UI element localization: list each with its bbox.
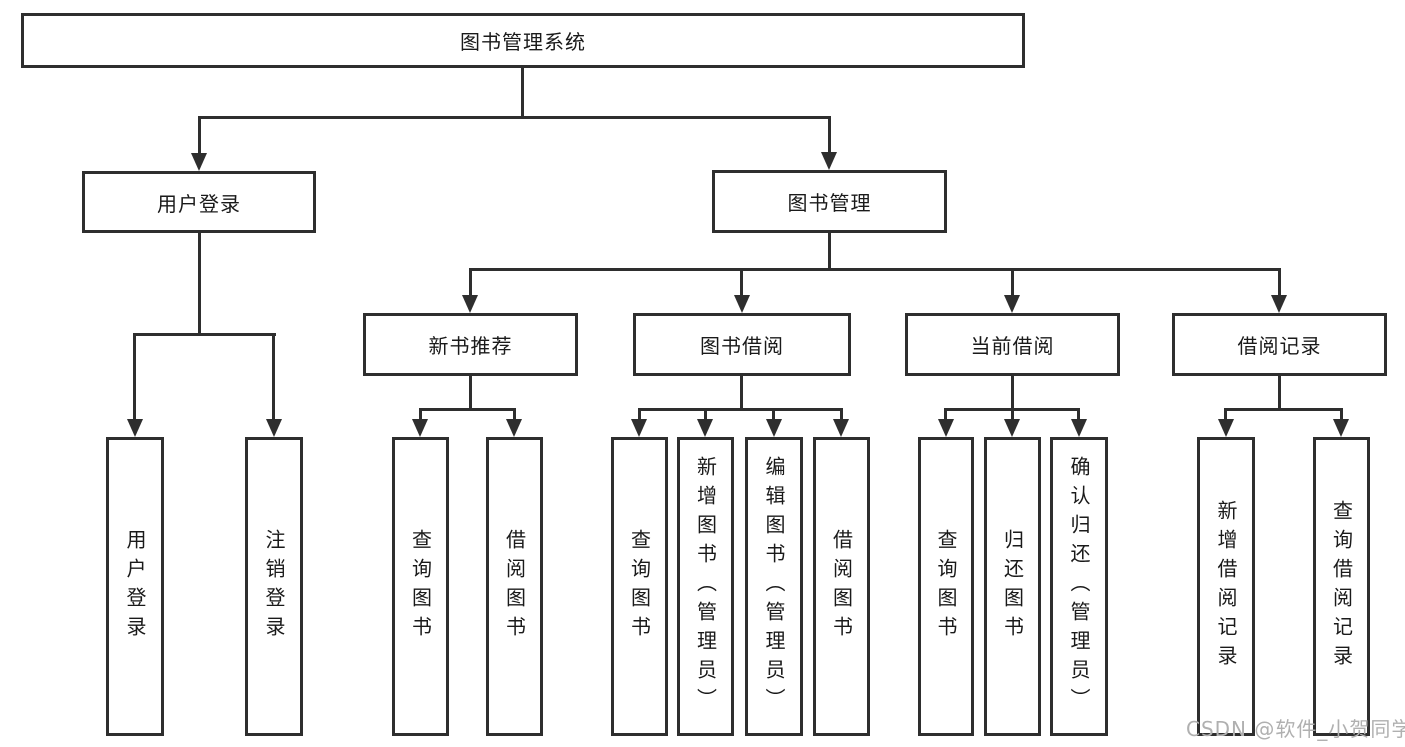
arrow-down-icon [1071, 419, 1087, 437]
leaf-borrow-books-recommend: 借阅图书 [486, 437, 543, 736]
arrow-down-icon [1004, 295, 1020, 313]
leaf-add-book-admin: 新增图书（管理员） [677, 437, 734, 736]
connector-leaf-shaft [638, 408, 641, 422]
connector-leaf-shaft [1340, 408, 1343, 422]
connector-borrow-split [638, 408, 843, 411]
arrow-down-icon [127, 419, 143, 437]
connector-login-split [133, 333, 276, 336]
connector-book-mgmt-shaft [828, 116, 831, 155]
leaf-query-books-borrow: 查询图书 [611, 437, 668, 736]
connector-records-stub [1278, 375, 1281, 411]
leaf-label: 注销登录 [262, 528, 286, 645]
arrow-down-icon [1271, 295, 1287, 313]
connector-borrow-stub [740, 376, 743, 410]
leaf-label: 编辑图书（管理员） [762, 456, 786, 717]
node-label: 图书借阅 [700, 334, 784, 358]
node-borrow-records: 借阅记录 [1172, 313, 1387, 376]
node-book-management-system: 图书管理系统 [21, 13, 1025, 68]
leaf-label: 新增图书（管理员） [693, 456, 718, 717]
arrow-down-icon [462, 295, 478, 313]
arrow-down-icon [266, 419, 282, 437]
leaf-edit-book-admin: 编辑图书（管理员） [745, 437, 803, 736]
connector-leaf-shaft [1077, 408, 1080, 422]
connector-user-login-shaft [198, 116, 201, 156]
connector-leaf-shaft [1011, 408, 1014, 422]
leaf-label: 归还图书 [1000, 528, 1025, 645]
connector-leaf-shaft [133, 333, 136, 422]
leaf-add-borrow-record: 新增借阅记录 [1197, 437, 1255, 736]
leaf-label: 借阅图书 [502, 528, 527, 645]
connector-l3-shaft [1278, 268, 1281, 298]
connector-leaf-shaft [840, 408, 843, 422]
connector-recommend-split [419, 408, 516, 411]
connector-l3-shaft [469, 268, 472, 298]
connector-leaf-shaft [1224, 408, 1227, 422]
connector-leaf-shaft [944, 408, 947, 422]
arrow-down-icon [821, 152, 837, 170]
node-label: 新书推荐 [428, 334, 513, 358]
node-label: 图书管理系统 [460, 30, 586, 54]
leaf-label: 确认归还（管理员） [1067, 456, 1091, 717]
leaf-borrow-books-borrow: 借阅图书 [813, 437, 870, 736]
node-current-borrow: 当前借阅 [905, 313, 1120, 376]
leaf-logout: 注销登录 [245, 437, 303, 736]
leaf-label: 查询图书 [408, 528, 433, 645]
leaf-label: 查询图书 [934, 528, 958, 645]
arrow-down-icon [766, 419, 782, 437]
leaf-label: 查询图书 [627, 528, 652, 645]
connector-mgmt-stub [828, 233, 831, 271]
node-user-login: 用户登录 [82, 171, 316, 233]
arrow-down-icon [506, 419, 522, 437]
leaf-label: 查询借阅记录 [1329, 499, 1354, 674]
arrow-down-icon [412, 419, 428, 437]
node-label: 当前借阅 [970, 334, 1055, 358]
leaf-query-borrow-record: 查询借阅记录 [1313, 437, 1370, 736]
csdn-watermark: CSDN @软件_小贺同学 [1186, 717, 1405, 741]
node-label: 图书管理 [787, 191, 872, 215]
arrow-down-icon [938, 419, 954, 437]
connector-l3-shaft [1011, 268, 1014, 298]
connector-root-stub [521, 68, 524, 119]
connector-leaf-shaft [772, 408, 775, 422]
leaf-user-login: 用户登录 [106, 437, 164, 736]
connector-leaf-shaft [419, 408, 422, 422]
connector-leaf-shaft [513, 408, 516, 422]
leaf-label: 借阅图书 [829, 528, 854, 645]
connector-mgmt-split [469, 268, 1281, 271]
connector-recommend-stub [469, 376, 472, 410]
leaf-label: 新增借阅记录 [1214, 499, 1238, 674]
arrow-down-icon [1333, 419, 1349, 437]
leaf-return-book: 归还图书 [984, 437, 1041, 736]
node-book-borrow: 图书借阅 [633, 313, 851, 376]
leaf-query-books-current: 查询图书 [918, 437, 974, 736]
node-new-book-recommend: 新书推荐 [363, 313, 578, 376]
connector-current-stub [1011, 376, 1014, 410]
leaf-label: 用户登录 [123, 528, 147, 645]
connector-leaf-shaft [272, 333, 275, 422]
node-label: 用户登录 [157, 191, 241, 216]
connector-root-split [198, 116, 831, 119]
connector-leaf-shaft [704, 408, 707, 422]
leaf-query-books-recommend: 查询图书 [392, 437, 449, 736]
node-label: 借阅记录 [1237, 334, 1322, 358]
arrow-down-icon [191, 153, 207, 171]
connector-login-stub [198, 233, 201, 336]
arrow-down-icon [734, 295, 750, 313]
connector-records-split [1225, 408, 1343, 411]
node-book-management: 图书管理 [712, 170, 947, 233]
arrow-down-icon [697, 419, 713, 437]
connector-l3-shaft [740, 268, 743, 298]
arrow-down-icon [833, 419, 849, 437]
arrow-down-icon [631, 419, 647, 437]
arrow-down-icon [1004, 419, 1020, 437]
leaf-confirm-return-admin: 确认归还（管理员） [1050, 437, 1108, 736]
arrow-down-icon [1218, 419, 1234, 437]
